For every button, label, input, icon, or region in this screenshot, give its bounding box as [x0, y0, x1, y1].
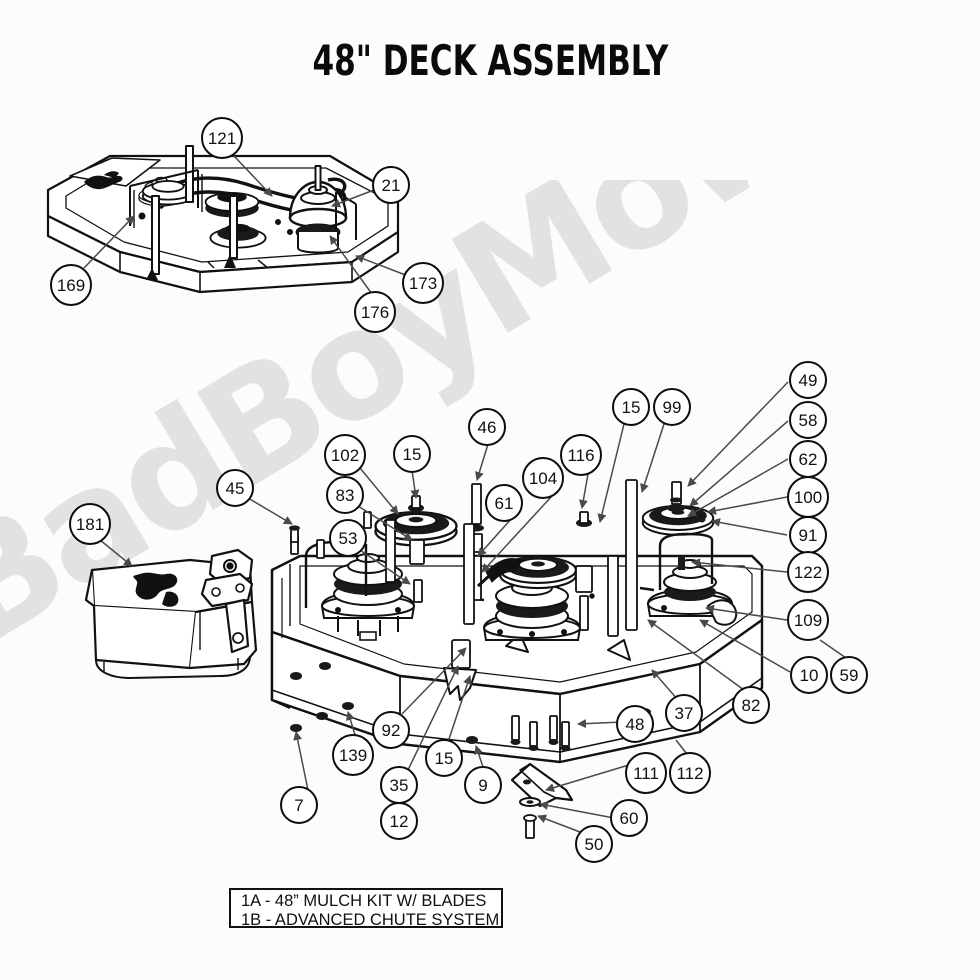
- callout-104[interactable]: 104: [522, 457, 564, 499]
- callout-173[interactable]: 173: [402, 262, 444, 304]
- callout-9[interactable]: 9: [464, 766, 502, 804]
- callout-50[interactable]: 50: [575, 825, 613, 863]
- callout-12[interactable]: 12: [380, 802, 418, 840]
- callout-37[interactable]: 37: [665, 694, 703, 732]
- page-title-text: 48" DECK ASSEMBLY: [312, 36, 668, 85]
- callout-60[interactable]: 60: [610, 799, 648, 837]
- callout-102[interactable]: 102: [324, 434, 366, 476]
- callout-46[interactable]: 46: [468, 408, 506, 446]
- callout-58[interactable]: 58: [789, 401, 827, 439]
- callout-91[interactable]: 91: [789, 516, 827, 554]
- callout-112[interactable]: 112: [669, 752, 711, 794]
- callout-49[interactable]: 49: [789, 361, 827, 399]
- callout-59[interactable]: 59: [830, 656, 868, 694]
- callout-15a[interactable]: 15: [612, 388, 650, 426]
- callout-109[interactable]: 109: [787, 599, 829, 641]
- callout-169[interactable]: 169: [50, 264, 92, 306]
- callout-92[interactable]: 92: [372, 711, 410, 749]
- page-title: 48" DECK ASSEMBLY: [0, 36, 980, 85]
- callout-35[interactable]: 35: [380, 766, 418, 804]
- callout-176[interactable]: 176: [354, 291, 396, 333]
- callout-10[interactable]: 10: [790, 656, 828, 694]
- callout-21[interactable]: 21: [372, 166, 410, 204]
- callout-15b[interactable]: 15: [393, 435, 431, 473]
- callout-62[interactable]: 62: [789, 440, 827, 478]
- callout-100[interactable]: 100: [787, 476, 829, 518]
- legend-line-1: 1A - 48” MULCH KIT W/ BLADES: [241, 892, 487, 910]
- callout-116[interactable]: 116: [560, 434, 602, 476]
- callout-181[interactable]: 181: [69, 503, 111, 545]
- callout-45[interactable]: 45: [216, 469, 254, 507]
- callout-7[interactable]: 7: [280, 786, 318, 824]
- callout-82[interactable]: 82: [732, 686, 770, 724]
- callout-121[interactable]: 121: [201, 117, 243, 159]
- callout-53[interactable]: 53: [329, 519, 367, 557]
- legend-box: 1A - 48” MULCH KIT W/ BLADES 1B - ADVANC…: [229, 888, 503, 929]
- callout-111[interactable]: 111: [625, 752, 667, 794]
- callout-122[interactable]: 122: [787, 551, 829, 593]
- callout-61[interactable]: 61: [485, 484, 523, 522]
- callout-99[interactable]: 99: [653, 388, 691, 426]
- callout-48[interactable]: 48: [616, 705, 654, 743]
- callout-83[interactable]: 83: [326, 476, 364, 514]
- legend-line-2: 1B - ADVANCED CHUTE SYSTEM: [241, 911, 500, 929]
- callout-15c[interactable]: 15: [425, 739, 463, 777]
- callout-139[interactable]: 139: [332, 734, 374, 776]
